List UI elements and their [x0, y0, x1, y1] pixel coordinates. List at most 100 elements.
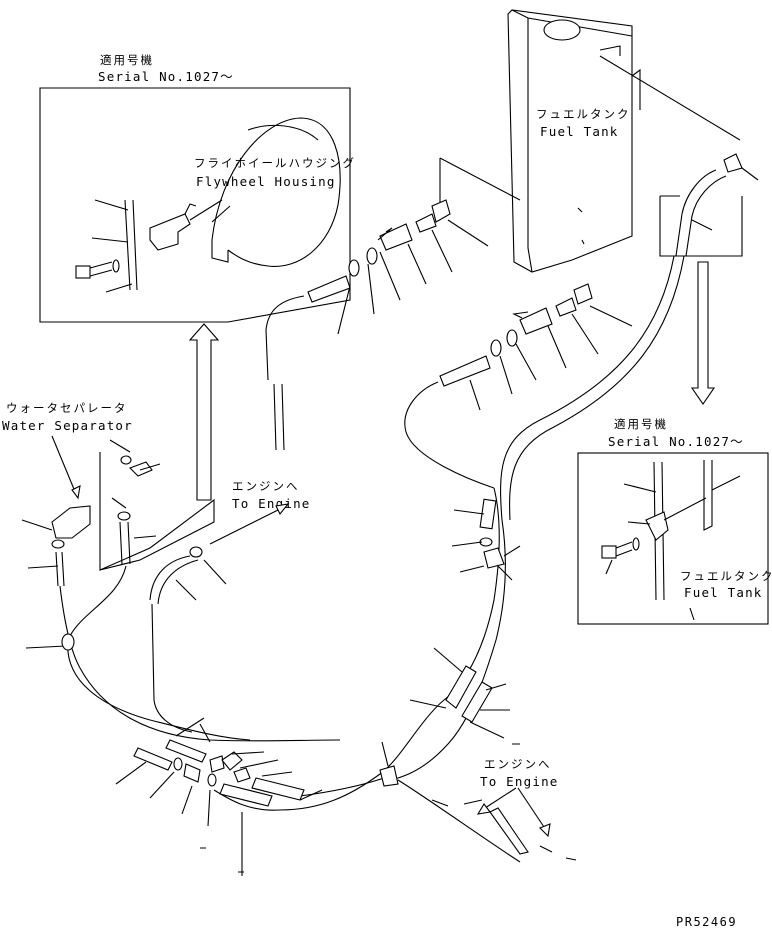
mounting-plate — [99, 452, 215, 571]
adapter-upper — [415, 213, 437, 233]
water-separator-jp-label: ウォータセパレータ — [6, 401, 128, 415]
separator-washer — [51, 539, 65, 549]
inset-right-tank-jp-label: フュエルタンク — [680, 569, 772, 583]
clamp-upper — [366, 247, 378, 265]
to-engine-lower: エンジンへ To Engine — [200, 743, 577, 873]
fuel-tank-en-label: Fuel Tank — [540, 124, 619, 139]
bottom-sleeve-4 — [219, 783, 273, 807]
inset-left-bracket — [149, 213, 191, 251]
bottom-washer-1 — [173, 757, 183, 771]
to-engine-lower-arrow-2 — [517, 787, 547, 831]
inset-frame-left — [39, 87, 351, 323]
to-engine-upper-en-label: To Engine — [232, 496, 311, 511]
hose-middle — [404, 381, 495, 489]
inset-left-bracket-tab — [184, 203, 197, 215]
valve-lever-middle — [512, 311, 529, 319]
fuel-tank-jp-label: フュエルタンク — [536, 107, 631, 121]
adapter-middle — [555, 297, 577, 317]
inset-left-applicable-label: 適用号機 — [100, 53, 154, 67]
to-engine-lower-sleeve — [489, 807, 529, 855]
flywheel-housing-jp-label: フライホイールハウジング — [194, 156, 356, 170]
bottom-sleeve-1 — [133, 747, 173, 771]
arrow-up-to-inset — [188, 323, 220, 501]
drawing-code: PR52469 — [676, 915, 737, 929]
inset-right-serial-label: Serial No.1027～ — [608, 434, 744, 449]
to-engine-lower-en-label: To Engine — [480, 774, 559, 789]
to-engine-lower-arrow-1 — [481, 787, 517, 811]
loop-left-inner — [67, 565, 251, 741]
right-clamp-leaders — [409, 509, 521, 739]
clamp-pad-1 — [445, 665, 477, 709]
to-engine-lower-jp-label: エンジンへ — [484, 757, 552, 771]
bottom-fitting-group — [115, 717, 323, 876]
upper-fitting-chain — [265, 199, 489, 451]
hose-upper — [265, 295, 305, 381]
fuel-tank-body — [507, 9, 633, 273]
loop-left-outer — [59, 585, 341, 742]
inset-left-bracket-line — [189, 199, 223, 221]
to-engine-upper-leaders — [175, 559, 227, 601]
plate-bolt-head — [129, 461, 153, 477]
loop-bottom — [213, 789, 281, 811]
inset-left-bolt-head — [75, 265, 91, 279]
inset-right-tank-wall — [703, 460, 713, 531]
inset-right-bracket-arm — [663, 497, 707, 521]
elbow-fitting-middle — [573, 283, 593, 305]
bottom-washer-2 — [207, 773, 217, 787]
separator-clamp — [117, 511, 131, 521]
main-loop-clamp-left — [61, 633, 75, 651]
main-hose-loop — [59, 487, 506, 811]
to-engine-upper-hose — [149, 555, 199, 605]
to-engine-upper: エンジンへ To Engine — [149, 479, 311, 605]
water-separator-body — [51, 505, 91, 539]
inset-right-bolt-head — [601, 545, 617, 559]
to-engine-upper-arrow — [209, 509, 279, 545]
loop-engine-supply — [151, 603, 193, 733]
valve-middle — [519, 307, 553, 335]
separator-pipe — [119, 521, 131, 565]
plate-washer — [120, 455, 132, 465]
inset-left-serial-label: Serial No.1027～ — [98, 69, 234, 84]
inset-left-washer — [112, 259, 120, 273]
to-engine-lower-arrowhead-2 — [539, 823, 551, 838]
inset-right-tank-edge — [711, 475, 741, 491]
bottom-leaders — [115, 717, 323, 876]
fuel-tank-dots — [577, 207, 585, 245]
clamp-middle — [506, 329, 518, 347]
inset-right-washer — [632, 537, 640, 551]
middle-fitting-chain — [404, 283, 633, 489]
tank-return-hose-line — [675, 169, 727, 257]
fuel-tank-side — [631, 68, 641, 110]
bottom-elbow — [183, 763, 201, 783]
tank-return-elbow — [723, 153, 743, 173]
to-engine-upper-jp-label: エンジンへ — [232, 479, 300, 493]
to-engine-lower-hose — [397, 779, 521, 863]
to-engine-upper-arrowhead — [275, 503, 290, 516]
inset-right-bolt-shank — [615, 541, 633, 557]
inset-left-hose — [124, 199, 138, 291]
separator-pipe-left — [55, 551, 65, 587]
loop-bottom-2 — [299, 777, 385, 797]
inset-left-leaders — [91, 199, 231, 293]
flywheel-housing-en-label: Flywheel Housing — [196, 174, 336, 189]
vertical-clamp — [483, 547, 505, 569]
tank-return-leaders — [691, 167, 759, 231]
inset-right-leaders — [605, 483, 695, 621]
loop-right-outer — [279, 487, 500, 811]
right-clamp-stack — [409, 498, 521, 739]
middle-chain-leaders — [469, 305, 633, 411]
inset-frame-right — [577, 452, 769, 625]
arrow-down-to-inset — [690, 261, 716, 405]
inset-right-applicable-label: 適用号機 — [614, 417, 668, 431]
tank-return-hose-down — [500, 255, 675, 521]
flywheel-housing-shape — [211, 117, 341, 267]
inset-right-bracket — [645, 511, 669, 541]
fuel-tank-front-edge — [527, 18, 533, 273]
to-engine-lower-arrowhead-1 — [476, 803, 491, 815]
to-engine-lower-leaders — [200, 743, 577, 873]
bottom-plug — [233, 767, 251, 783]
bottom-loop-clamp — [379, 741, 399, 787]
water-separator: ウォータセパレータ Water Separator — [2, 401, 215, 649]
